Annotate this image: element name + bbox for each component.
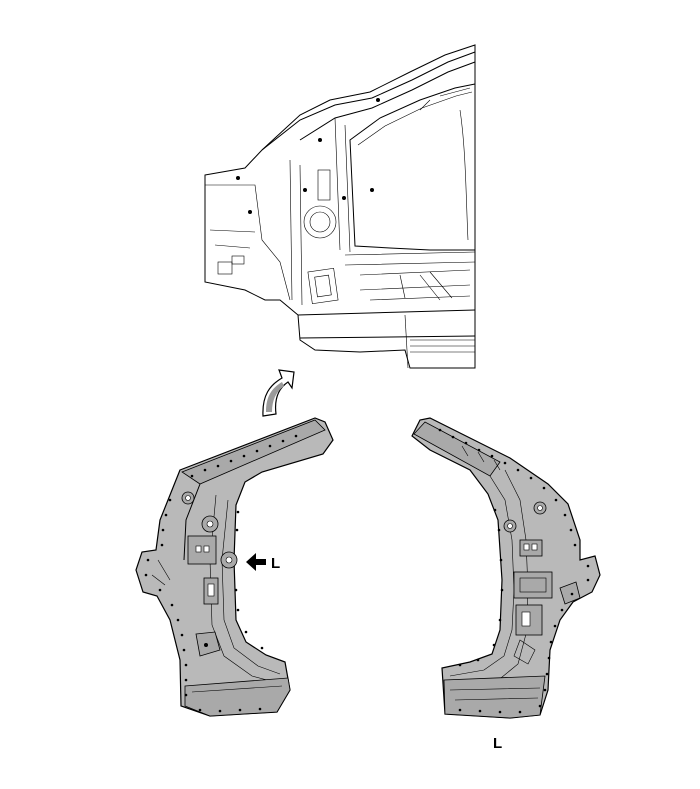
vehicle-body-shell [204, 44, 476, 369]
weld-spots-left [144, 434, 298, 713]
direction-label: L [271, 555, 280, 572]
side-panel-inner [411, 417, 601, 719]
left-arrow-icon [246, 553, 266, 571]
side-panel-outer [135, 417, 334, 717]
side-label: L [493, 735, 502, 752]
curved-arrow-icon [262, 369, 295, 417]
direction-marker: L [246, 553, 280, 572]
weld-spots-right [438, 428, 590, 714]
